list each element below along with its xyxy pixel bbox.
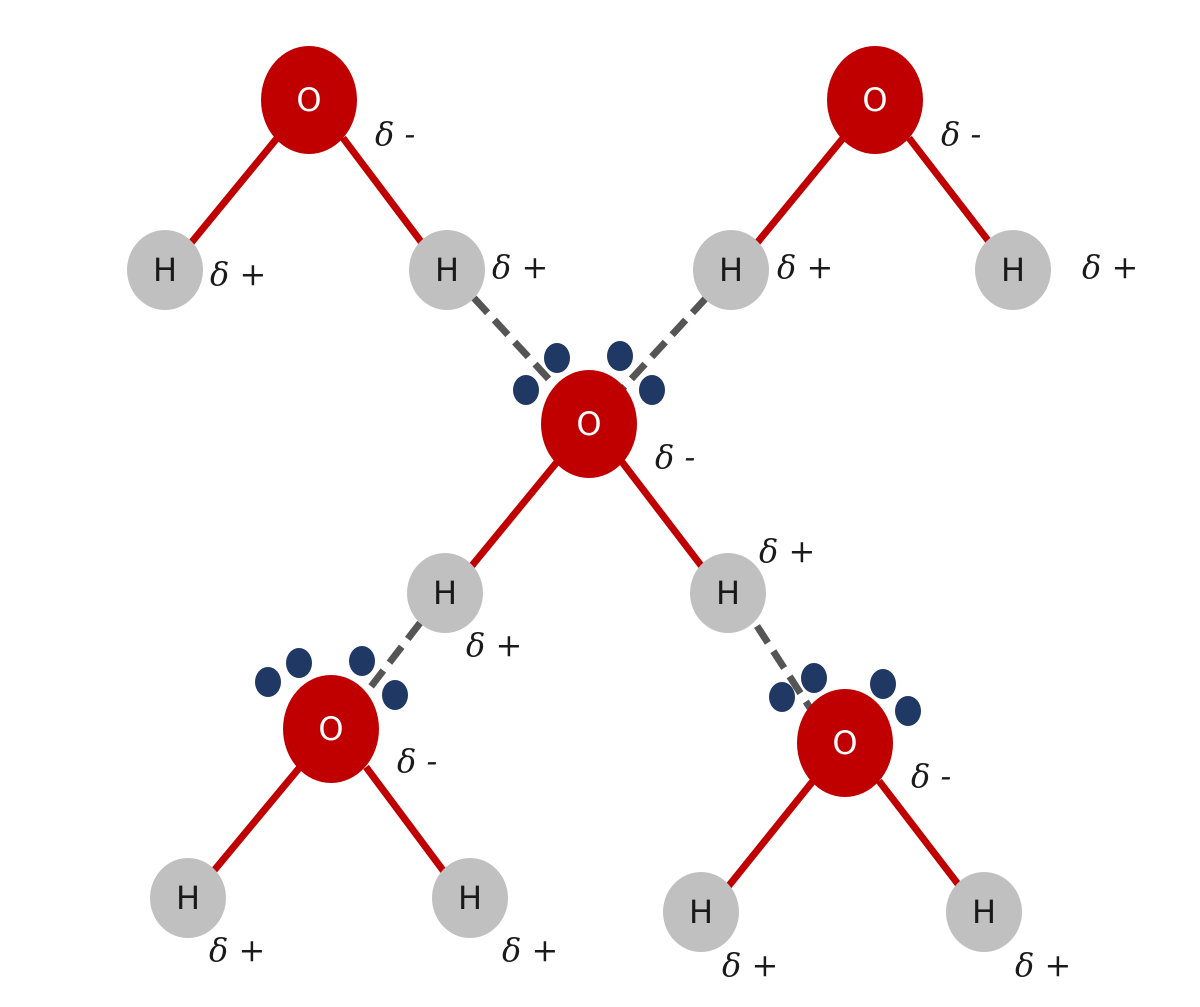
hydrogen-atom xyxy=(150,858,226,938)
hydrogen-partial-charge: δ + xyxy=(759,532,815,570)
hydrogen-symbol: H xyxy=(1001,251,1025,289)
hydrogen-partial-charge: δ + xyxy=(502,931,558,969)
oxygen-atom xyxy=(261,46,357,154)
hydrogen-partial-charge: δ + xyxy=(1082,248,1138,286)
oxygen-partial-charge: δ - xyxy=(941,115,981,153)
water-molecule-top-right: O δ - H δ + H δ + xyxy=(693,46,1138,310)
hydrogen-partial-charge: δ + xyxy=(1015,946,1071,984)
covalent-bond-center-h2 xyxy=(619,459,706,571)
lone-pair-electron xyxy=(349,646,375,676)
hydrogen-bond-center-to-bottom-left xyxy=(363,620,423,696)
lone-pair-electron xyxy=(286,648,312,678)
oxygen-symbol: O xyxy=(318,710,343,748)
hydrogen-atom xyxy=(432,858,508,938)
lone-pair-electron xyxy=(801,663,827,693)
lone-pair-electron xyxy=(544,343,570,373)
lone-pairs xyxy=(255,341,921,726)
covalent-bond-bottom-left-h2 xyxy=(363,764,448,876)
hydrogen-atom xyxy=(946,872,1022,952)
hydrogen-bonds xyxy=(363,295,813,710)
hydrogen-atom xyxy=(693,230,769,310)
covalent-bond-top-right-h2 xyxy=(906,135,993,246)
hydrogen-partial-charge: δ + xyxy=(466,626,522,664)
water-molecule-center: O δ - H δ + H δ + xyxy=(407,370,815,664)
hydrogen-symbol: H xyxy=(689,893,713,931)
water-molecule-bottom-left: O δ - H δ + H δ + xyxy=(150,675,558,969)
hydrogen-symbol: H xyxy=(433,574,457,612)
oxygen-atom xyxy=(827,46,923,154)
lone-pair-electron xyxy=(607,341,633,371)
hydrogen-symbol: H xyxy=(716,574,740,612)
hydrogen-symbol: H xyxy=(972,893,996,931)
lone-pair-electron xyxy=(895,696,921,726)
covalent-bond-top-right-h1 xyxy=(754,134,847,246)
hydrogen-symbol: H xyxy=(458,879,482,917)
covalent-bonds xyxy=(188,134,993,891)
hydrogen-symbol: H xyxy=(719,251,743,289)
oxygen-symbol: O xyxy=(832,724,857,762)
hydrogen-atom xyxy=(663,872,739,952)
water-molecule-top-left: O δ - H δ + H δ + xyxy=(127,46,548,310)
hydrogen-atom xyxy=(975,230,1051,310)
oxygen-atom xyxy=(541,370,637,478)
hydrogen-bond-center-to-bottom-right xyxy=(754,624,813,710)
hydrogen-partial-charge: δ + xyxy=(777,248,833,286)
oxygen-partial-charge: δ - xyxy=(655,438,695,476)
hydrogen-symbol: H xyxy=(435,251,459,289)
lone-pair-electron xyxy=(769,682,795,712)
hydrogen-partial-charge: δ + xyxy=(492,248,548,286)
covalent-bond-bottom-left-h1 xyxy=(209,764,303,876)
hydrogen-symbol: H xyxy=(153,251,177,289)
lone-pair-electron xyxy=(870,669,896,699)
hydrogen-partial-charge: δ + xyxy=(722,946,778,984)
covalent-bond-center-h1 xyxy=(467,459,560,571)
oxygen-symbol: O xyxy=(576,405,601,443)
covalent-bond-bottom-right-h2 xyxy=(876,778,964,891)
hydrogen-partial-charge: δ + xyxy=(210,255,266,293)
covalent-bond-top-left-h1 xyxy=(188,134,281,246)
oxygen-partial-charge: δ - xyxy=(911,757,951,795)
hydrogen-atom xyxy=(407,553,483,633)
hydrogen-atom xyxy=(690,553,766,633)
hydrogen-bond-top-right-to-center xyxy=(620,295,709,391)
oxygen-partial-charge: δ - xyxy=(397,742,437,780)
water-molecule-bottom-right: O δ - H δ + H δ + xyxy=(663,689,1071,984)
hydrogen-partial-charge: δ + xyxy=(209,931,265,969)
oxygen-symbol: O xyxy=(296,81,321,119)
oxygen-partial-charge: δ - xyxy=(375,115,415,153)
hydrogen-atom xyxy=(127,230,203,310)
covalent-bond-bottom-right-h1 xyxy=(724,778,816,891)
lone-pair-electron xyxy=(255,667,281,697)
lone-pair-electron xyxy=(382,680,408,710)
hydrogen-atom xyxy=(409,230,485,310)
hydrogen-bond-top-left-to-center xyxy=(471,295,560,391)
lone-pair-electron xyxy=(513,375,539,405)
oxygen-symbol: O xyxy=(862,81,887,119)
oxygen-atom xyxy=(797,689,893,797)
lone-pair-electron xyxy=(639,375,665,405)
covalent-bond-top-left-h2 xyxy=(340,135,425,246)
oxygen-atom xyxy=(283,675,379,783)
hydrogen-symbol: H xyxy=(176,879,200,917)
